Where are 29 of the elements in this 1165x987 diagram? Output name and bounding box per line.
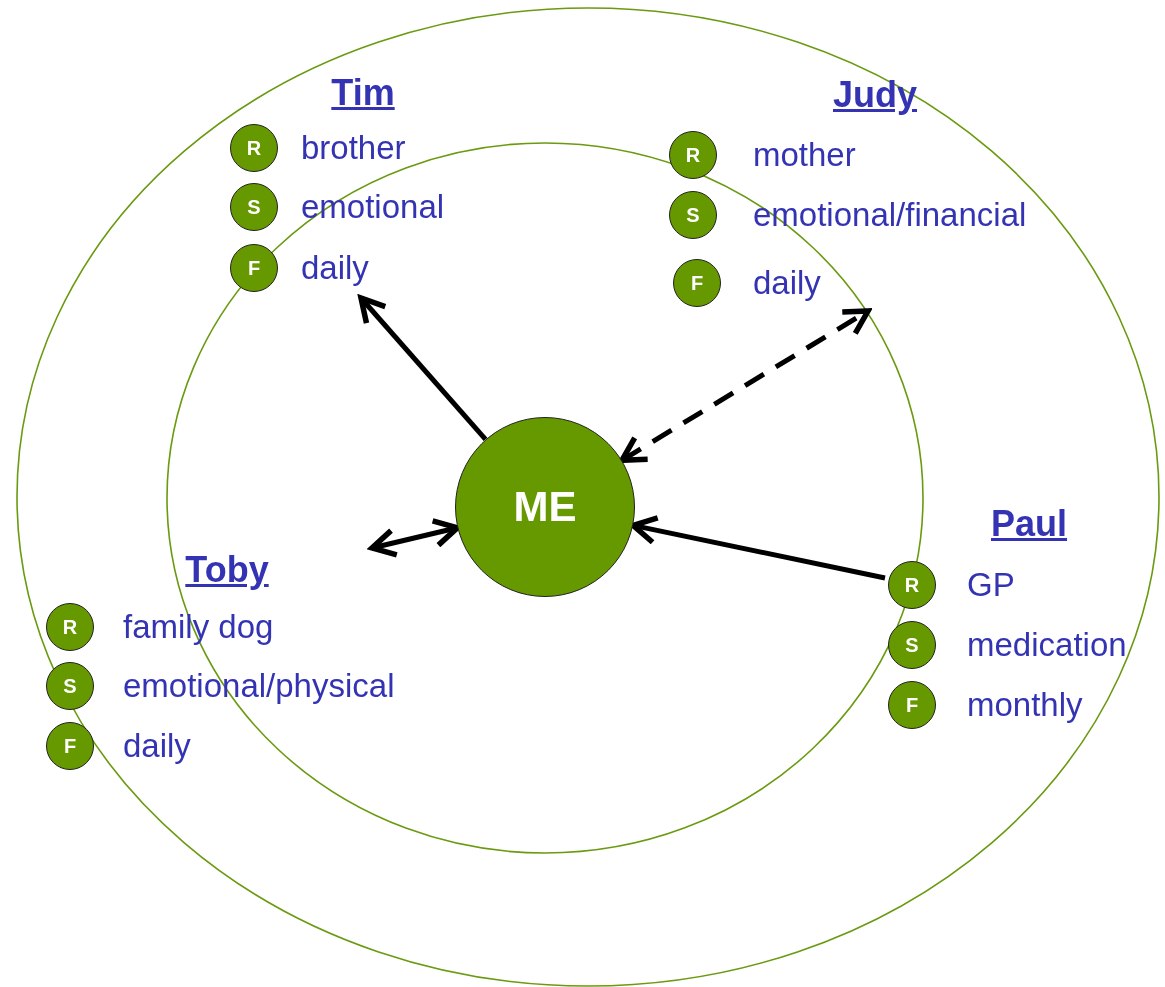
letter-badge: F bbox=[888, 681, 936, 729]
detail-text: daily bbox=[753, 263, 821, 303]
arrow bbox=[630, 515, 886, 581]
letter-badge: S bbox=[230, 183, 278, 231]
arrow bbox=[619, 308, 871, 464]
arrow bbox=[358, 295, 488, 442]
letter-badge: R bbox=[230, 124, 278, 172]
center-circle: ME bbox=[455, 417, 635, 597]
detail-text: GP bbox=[967, 565, 1015, 605]
name-heading: Toby bbox=[185, 550, 269, 590]
detail-text: daily bbox=[301, 248, 369, 288]
detail-text: medication bbox=[967, 625, 1127, 665]
name-heading: Tim bbox=[331, 73, 395, 113]
name-heading: Judy bbox=[833, 75, 917, 115]
letter-badge: R bbox=[46, 603, 94, 651]
letter-badge: R bbox=[888, 561, 936, 609]
letter-badge: S bbox=[669, 191, 717, 239]
arrow bbox=[369, 518, 461, 558]
letter-badge: R bbox=[669, 131, 717, 179]
detail-text: monthly bbox=[967, 685, 1083, 725]
detail-text: daily bbox=[123, 726, 191, 766]
name-heading: Paul bbox=[991, 504, 1067, 544]
letter-badge: F bbox=[673, 259, 721, 307]
letter-badge: F bbox=[230, 244, 278, 292]
detail-text: mother bbox=[753, 135, 856, 175]
letter-badge: S bbox=[46, 662, 94, 710]
letter-badge: F bbox=[46, 722, 94, 770]
detail-text: brother bbox=[301, 128, 406, 168]
letter-badge: S bbox=[888, 621, 936, 669]
